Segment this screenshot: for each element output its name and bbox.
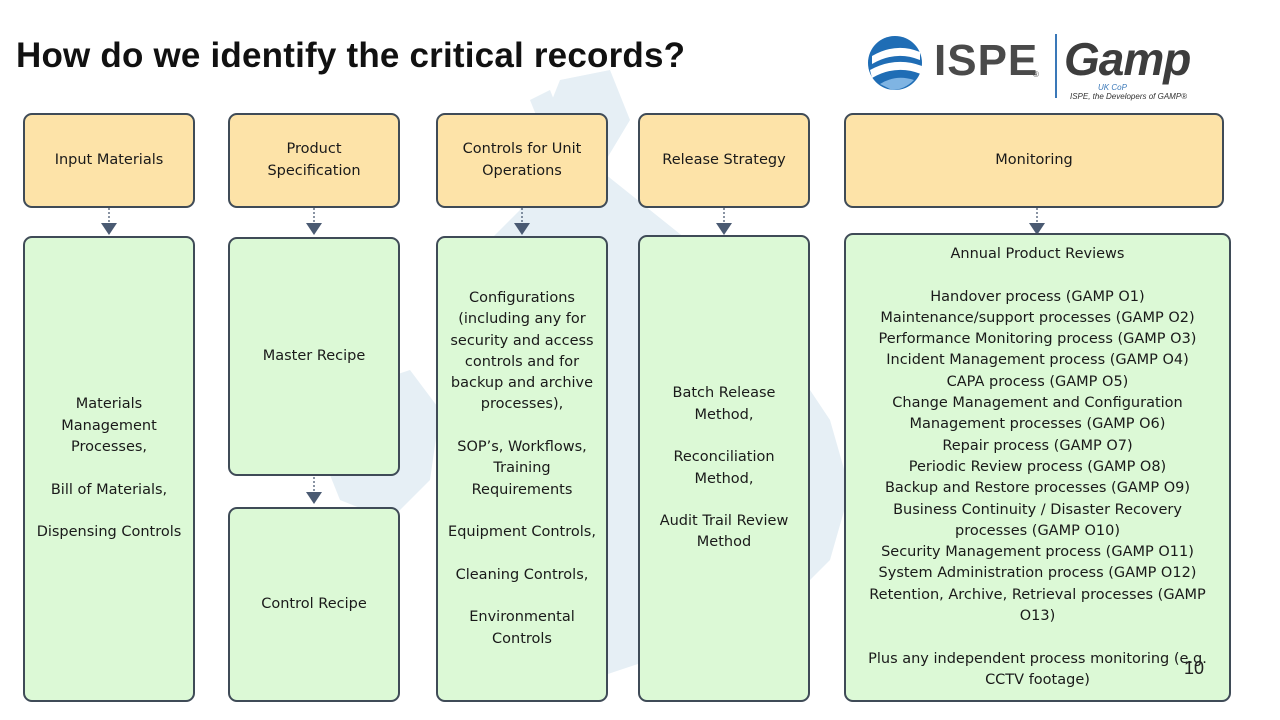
ispe-logo-icon — [868, 36, 922, 90]
logo-divider — [1055, 34, 1057, 98]
body-monitoring: Annual Product Reviews Handover process … — [844, 233, 1231, 702]
header-product-specification: Product Specification — [228, 113, 400, 208]
arrow-down-icon — [306, 477, 322, 504]
ispe-gamp-logo: ISPE ® Gamp UK CoP ISPE, the Developers … — [866, 30, 1226, 110]
header-release-strategy: Release Strategy — [638, 113, 810, 208]
body-release-strategy: Batch Release Method, Reconciliation Met… — [638, 235, 810, 702]
arrow-down-icon — [306, 208, 322, 235]
header-controls-unit-operations: Controls for Unit Operations — [436, 113, 608, 208]
page-number: 10 — [1184, 658, 1205, 678]
gamp-tagline: ISPE, the Developers of GAMP® — [1070, 92, 1188, 101]
body-control-recipe: Control Recipe — [228, 507, 400, 702]
page-title: How do we identify the critical records? — [16, 36, 686, 75]
gamp-uk-cop-label: UK CoP — [1098, 83, 1127, 92]
header-input-materials: Input Materials — [23, 113, 195, 208]
body-controls-unit-operations: Configurations (including any for securi… — [436, 236, 608, 702]
body-master-recipe: Master Recipe — [228, 237, 400, 476]
arrow-down-icon — [1029, 208, 1045, 235]
body-input-materials: Materials Management Processes, Bill of … — [23, 236, 195, 702]
header-monitoring: Monitoring — [844, 113, 1224, 208]
arrow-down-icon — [101, 208, 117, 235]
gamp-wordmark: Gamp — [1064, 33, 1191, 85]
arrow-down-icon — [716, 208, 732, 235]
arrow-down-icon — [514, 208, 530, 235]
ispe-registered-mark: ® — [1033, 70, 1039, 79]
ispe-wordmark: ISPE — [934, 36, 1039, 85]
